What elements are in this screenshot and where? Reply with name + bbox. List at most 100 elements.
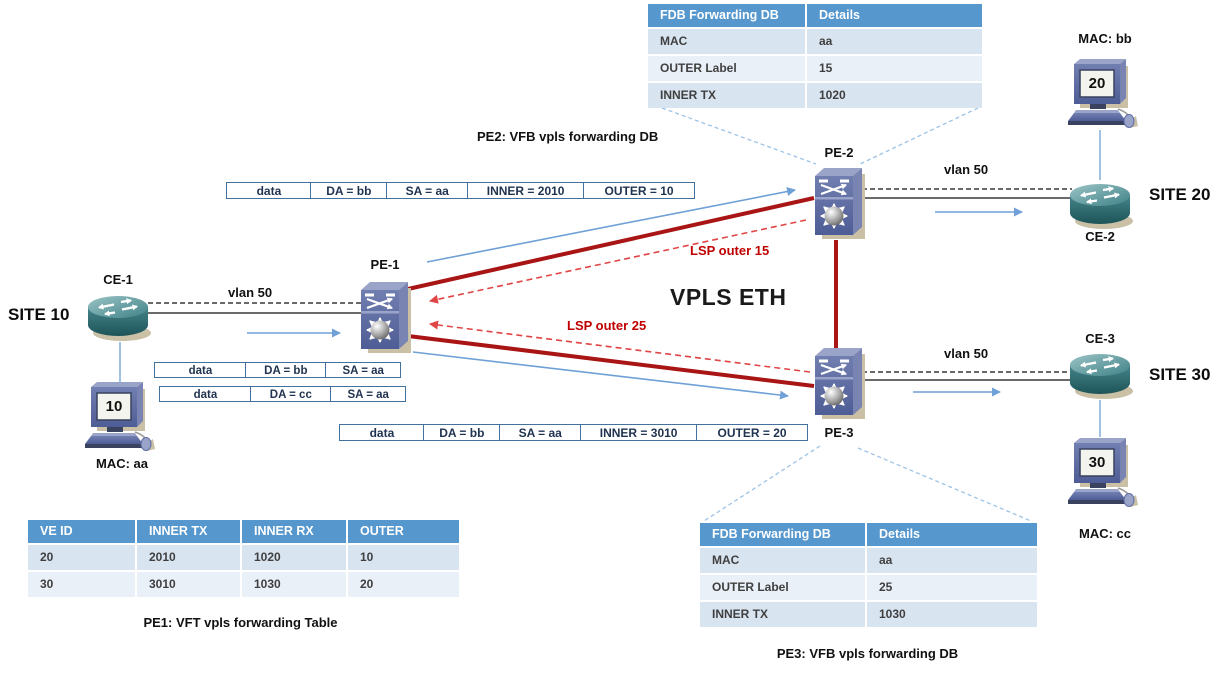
- packet-bar-da-cc: data DA = cc SA = aa: [159, 386, 407, 402]
- ce2-router: [1066, 180, 1134, 230]
- pc30-mac-label: MAC: cc: [1078, 526, 1131, 541]
- switch-icon: [813, 347, 865, 419]
- lsp-outer25-arrow: [429, 320, 811, 373]
- host-stems: [119, 130, 1101, 437]
- packet-field: OUTER = 20: [696, 424, 809, 441]
- table-cell: INNER TX: [700, 602, 865, 627]
- table-header-cell: Details: [867, 523, 1037, 546]
- lsp-pe1-pe3: [407, 334, 815, 388]
- pointer-pe2-table-left: [661, 107, 817, 165]
- switch-icon: [359, 281, 411, 353]
- table-cell: INNER TX: [648, 83, 805, 108]
- pc-host-30: 30: [1066, 437, 1144, 511]
- pointer-pe3-table-left: [703, 445, 821, 522]
- pe1-table-caption: PE1: VFT vpls forwarding Table: [143, 615, 338, 630]
- pc10-screen-label: 10: [105, 398, 123, 415]
- table-header-cell: FDB Forwarding DB: [700, 523, 865, 546]
- pe3-forwarding-table: FDB Forwarding DB Details MAC aa OUTER L…: [700, 523, 1037, 627]
- pointer-pe2-table-right: [859, 107, 979, 165]
- packet-field: DA = cc: [249, 386, 332, 402]
- router-icon: [1066, 180, 1134, 230]
- vlan50-bottom-right-label: vlan 50: [944, 346, 989, 361]
- pe2-label: PE-2: [824, 145, 854, 160]
- lsp-tunnels: [407, 196, 838, 388]
- table-cell: OUTER Label: [700, 575, 865, 600]
- table-header-cell: OUTER: [348, 520, 459, 543]
- packet-field: data: [154, 362, 247, 378]
- table-cell: 3010: [137, 572, 240, 597]
- packet-field: data: [226, 182, 312, 199]
- table-header-cell: FDB Forwarding DB: [648, 4, 805, 27]
- table-cell: 1020: [242, 545, 346, 570]
- table-pointers: [661, 107, 1032, 522]
- packet-field: SA = aa: [330, 386, 407, 402]
- lsp-outer-25-label: LSP outer 25: [567, 318, 647, 333]
- site10-label: SITE 10: [8, 305, 70, 324]
- ce2-label: CE-2: [1085, 229, 1115, 244]
- packet-field: INNER = 3010: [579, 424, 698, 441]
- router-icon: [84, 292, 152, 342]
- pc-host-20: 20: [1066, 58, 1144, 132]
- table-cell: MAC: [648, 29, 805, 54]
- lsp-pe1-pe2: [407, 196, 815, 291]
- table-header-cell: INNER RX: [242, 520, 346, 543]
- ce3-label: CE-3: [1085, 331, 1115, 346]
- table-header-cell: Details: [807, 4, 982, 27]
- pe3-table-caption: PE3: VFB vpls forwarding DB: [776, 646, 959, 661]
- pe2-table-caption: PE2: VFB vpls forwarding DB: [477, 129, 659, 144]
- pe1-switch: [359, 281, 411, 353]
- lsp-outer-15-label: LSP outer 15: [690, 243, 770, 258]
- packet-bar-bottom: data DA = bb SA = aa INNER = 3010 OUTER …: [339, 424, 809, 441]
- packet-field: OUTER = 10: [583, 182, 696, 199]
- table-cell: 20: [348, 572, 459, 597]
- pe3-switch: [813, 347, 865, 419]
- site30-label: SITE 30: [1149, 365, 1211, 384]
- pe2-forwarding-table: FDB Forwarding DB Details MAC aa OUTER L…: [648, 4, 982, 108]
- router-icon: [1066, 350, 1134, 400]
- table-cell: 25: [867, 575, 1037, 600]
- table-cell: 1030: [867, 602, 1037, 627]
- packet-field: SA = aa: [325, 362, 402, 378]
- pc30-screen-label: 30: [1088, 454, 1106, 471]
- vpls-core-title: VPLS ETH: [670, 284, 787, 310]
- pc10-mac-label: MAC: aa: [95, 456, 148, 471]
- packet-field: INNER = 2010: [466, 182, 585, 199]
- table-header-cell: INNER TX: [137, 520, 240, 543]
- lsp-return-arrows: [429, 219, 811, 373]
- packet-field: DA = bb: [422, 424, 501, 441]
- packet-field: data: [159, 386, 252, 402]
- lsp-outer15-arrow: [429, 219, 807, 304]
- packet-field: SA = aa: [499, 424, 582, 441]
- pc20-screen-label: 20: [1088, 75, 1106, 92]
- ce1-router: [84, 292, 152, 342]
- table-header-cell: VE ID: [28, 520, 135, 543]
- pe3-label: PE-3: [824, 425, 854, 440]
- table-cell: OUTER Label: [648, 56, 805, 81]
- vlan50-top-right-label: vlan 50: [944, 162, 989, 177]
- packet-field: DA = bb: [309, 182, 388, 199]
- table-cell: 10: [348, 545, 459, 570]
- switch-icon: [813, 167, 865, 239]
- packet-bar-top: data DA = bb SA = aa INNER = 2010 OUTER …: [226, 182, 696, 199]
- site20-label: SITE 20: [1149, 185, 1211, 204]
- table-cell: 2010: [137, 545, 240, 570]
- table-cell: 30: [28, 572, 135, 597]
- table-cell: MAC: [700, 548, 865, 573]
- pc-host-10: 10: [83, 381, 161, 455]
- packet-field: data: [339, 424, 425, 441]
- table-cell: aa: [867, 548, 1037, 573]
- pc20-mac-label: MAC: bb: [1078, 31, 1132, 46]
- pe1-forwarding-table: VE ID INNER TX INNER RX OUTER 20 2010 10…: [28, 520, 459, 597]
- flow-pe1-pe3: [412, 351, 789, 400]
- pe2-switch: [813, 167, 865, 239]
- table-cell: 15: [807, 56, 982, 81]
- table-cell: 1030: [242, 572, 346, 597]
- packet-field: DA = bb: [244, 362, 327, 378]
- packet-bar-da-bb: data DA = bb SA = aa: [154, 362, 402, 378]
- flow-arrows: [247, 187, 1023, 400]
- access-links: [148, 188, 1072, 381]
- table-cell: 20: [28, 545, 135, 570]
- pointer-pe3-table-right: [857, 447, 1032, 522]
- ce1-label: CE-1: [103, 272, 133, 287]
